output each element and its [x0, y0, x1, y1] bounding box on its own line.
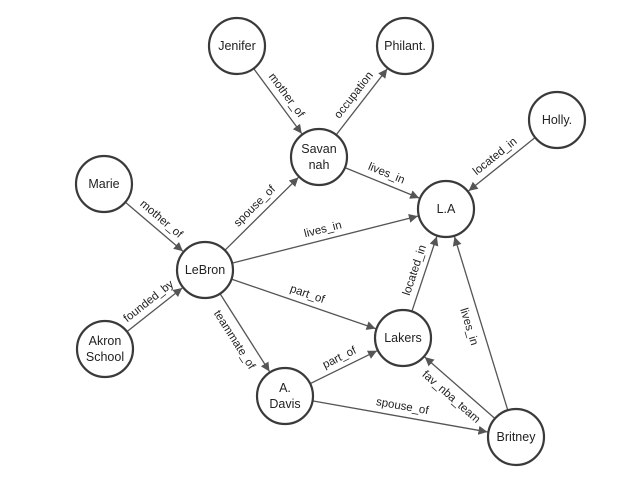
- node-circle: [75, 319, 135, 379]
- node-savannah: Savan nah: [289, 127, 349, 187]
- edge-arrow: [231, 213, 419, 264]
- node-label: A.: [279, 381, 291, 395]
- edge-adavis-lakers: part_of: [309, 344, 378, 385]
- edge-label: founded_by: [121, 278, 176, 325]
- edge-label: spouse_of: [232, 183, 279, 229]
- node-label: Jenifer: [218, 39, 256, 53]
- edge-lebron-savannah: spouse_of: [224, 176, 299, 251]
- edge-arrow: [344, 167, 420, 199]
- node-circle: [527, 90, 587, 150]
- node-philant: Philant.: [375, 16, 435, 76]
- node-circle: [373, 308, 433, 368]
- node-label: LeBron: [185, 263, 225, 277]
- node-label: L.A: [437, 202, 456, 216]
- node-label: Savan: [301, 142, 336, 156]
- edge-arrow: [424, 356, 496, 420]
- edge-jenifer-savannah: mother_of: [253, 68, 307, 135]
- edge-savannah-la: lives_in: [344, 161, 420, 199]
- node-marie: Marie: [74, 154, 134, 214]
- node-jenifer: Jenifer: [207, 16, 267, 76]
- edge-lebron-la: lives_in: [231, 213, 419, 264]
- edge-savannah-philant: occupation: [332, 68, 388, 136]
- node-label: Marie: [88, 177, 119, 191]
- node-holly: Holly.: [527, 90, 587, 150]
- edge-label: part_of: [288, 283, 327, 306]
- edge-label: lives_in: [457, 307, 480, 347]
- edge-marie-lebron: mother_of: [124, 198, 185, 252]
- node-circle: [375, 16, 435, 76]
- edge-label: teammate_of: [211, 308, 258, 372]
- node-la: L.A: [416, 179, 476, 239]
- edge-arrow: [126, 287, 183, 333]
- edge-arrow: [224, 176, 299, 251]
- edge-arrow: [312, 400, 488, 435]
- edge-britney-la: lives_in: [452, 236, 509, 411]
- edge-label: lives_in: [366, 161, 406, 187]
- edge-lebron-lakers: part_of: [231, 278, 376, 330]
- edge-arrow: [335, 68, 388, 136]
- edge-britney-lakers: fav_nba_team: [420, 356, 496, 426]
- node-label: Holly.: [542, 113, 572, 127]
- node-britney: Britney: [486, 407, 546, 467]
- edge-arrow: [411, 236, 439, 312]
- edge-label: occupation: [332, 70, 376, 121]
- edge-arrow: [231, 278, 376, 330]
- node-circle: [255, 366, 315, 426]
- node-lakers: Lakers: [373, 308, 433, 368]
- node-label: School: [86, 350, 124, 364]
- edge-arrow: [219, 293, 271, 372]
- node-circle: [207, 16, 267, 76]
- node-label: Lakers: [384, 331, 422, 345]
- node-circle: [74, 154, 134, 214]
- edge-label: fav_nba_team: [420, 369, 483, 426]
- edge-lakers-la: located_in: [401, 236, 439, 312]
- node-adavis: A. Davis: [255, 366, 315, 426]
- edge-label: mother_of: [137, 198, 185, 241]
- node-label: Davis: [269, 397, 300, 411]
- edge-label: spouse_of: [375, 396, 430, 417]
- edge-arrow: [253, 68, 303, 135]
- edge-label: located_in: [401, 244, 429, 298]
- node-label: Britney: [497, 430, 537, 444]
- edge-holly-la: located_in: [468, 136, 536, 192]
- node-circle: [416, 179, 476, 239]
- node-lebron: LeBron: [175, 240, 235, 300]
- edge-arrow: [452, 236, 509, 411]
- node-circle: [175, 240, 235, 300]
- node-label: Philant.: [384, 39, 426, 53]
- node-label: nah: [309, 158, 330, 172]
- edge-arrow: [468, 137, 536, 192]
- edge-arrow: [124, 201, 184, 252]
- node-circle: [289, 127, 349, 187]
- edge-arrow: [309, 350, 378, 385]
- edge-akron-lebron: founded_by: [121, 278, 183, 333]
- edge-lebron-adavis: teammate_of: [211, 293, 271, 372]
- node-label: Akron: [89, 334, 122, 348]
- node-circle: [486, 407, 546, 467]
- edge-label: part_of: [321, 344, 359, 371]
